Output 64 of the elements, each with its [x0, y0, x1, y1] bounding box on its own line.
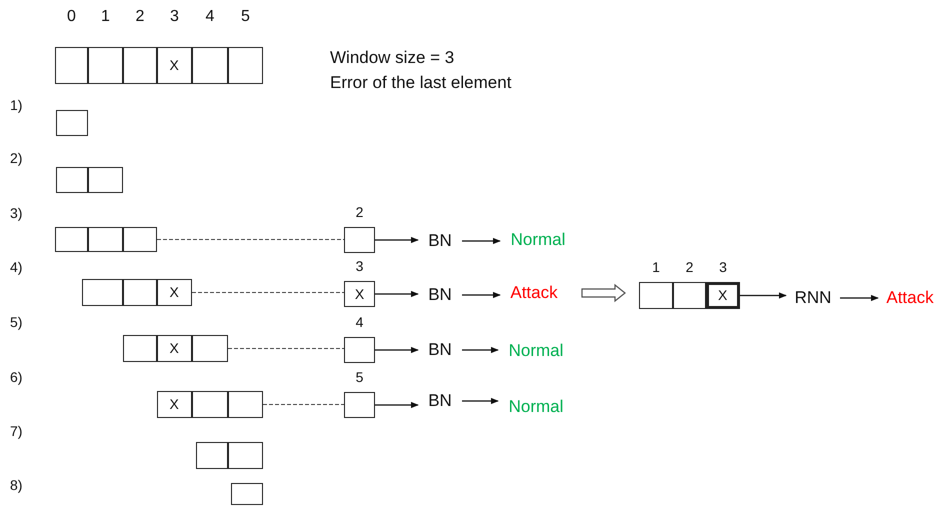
arrow	[375, 290, 419, 298]
index-number: 4	[356, 314, 364, 330]
model-label: BN	[418, 390, 462, 412]
dashed-connector	[262, 404, 344, 405]
block-arrow	[581, 284, 626, 302]
arrow	[462, 292, 501, 298]
index-number: 5	[356, 369, 364, 385]
array-cell	[344, 337, 375, 363]
arrow	[740, 292, 787, 299]
index-number: 1	[652, 259, 660, 275]
step-number: 8)	[10, 477, 22, 493]
step-number: 6)	[10, 369, 22, 385]
index-number: 2	[356, 204, 364, 220]
arrow	[462, 238, 501, 244]
index-number: 5	[241, 8, 250, 26]
step-number: 1)	[10, 97, 22, 113]
marked-cell: X	[156, 334, 192, 362]
model-label: BN	[418, 230, 462, 252]
result-label: Attack	[500, 282, 568, 304]
arrow	[462, 346, 499, 354]
index-number: 1	[101, 8, 110, 26]
array-cell	[56, 110, 88, 136]
index-number: 0	[67, 8, 76, 26]
model-label: RNN	[786, 287, 840, 309]
array-cell	[344, 227, 375, 253]
result-label: Normal	[498, 396, 574, 418]
index-number: 3	[170, 8, 179, 26]
step-number: 5)	[10, 314, 22, 330]
array-cell	[192, 390, 228, 418]
dashed-connector	[156, 239, 344, 240]
step-number: 3)	[10, 205, 22, 221]
arrow	[840, 294, 879, 302]
arrow	[375, 346, 419, 354]
arrow	[375, 402, 419, 408]
marked-cell: X	[706, 282, 740, 309]
model-label: BN	[418, 284, 462, 306]
array-cell	[88, 226, 123, 252]
note-text: Error of the last element	[330, 73, 512, 93]
step-number: 4)	[10, 259, 22, 275]
array-cell	[122, 278, 157, 306]
arrow	[462, 398, 499, 404]
result-label: Normal	[500, 229, 576, 251]
dashed-connector	[192, 292, 344, 293]
array-cell	[672, 282, 706, 309]
array-cell	[122, 46, 157, 84]
result-label: Normal	[498, 340, 574, 362]
result-label: Attack	[878, 287, 942, 309]
step-number: 7)	[10, 423, 22, 439]
note-text: Window size = 3	[330, 48, 454, 68]
index-number: 3	[719, 259, 727, 275]
array-cell	[231, 483, 263, 505]
dashed-connector	[228, 348, 344, 349]
arrow	[375, 236, 419, 244]
index-number: 3	[356, 258, 364, 274]
marked-cell: X	[344, 281, 375, 307]
model-label: BN	[418, 339, 462, 361]
index-number: 2	[686, 259, 694, 275]
index-number: 4	[206, 8, 214, 26]
step-number: 2)	[10, 150, 22, 166]
index-number: 2	[136, 8, 144, 26]
array-cell	[192, 46, 228, 84]
marked-cell: X	[156, 46, 192, 84]
array-cell	[88, 46, 123, 84]
array-cell	[344, 392, 375, 418]
